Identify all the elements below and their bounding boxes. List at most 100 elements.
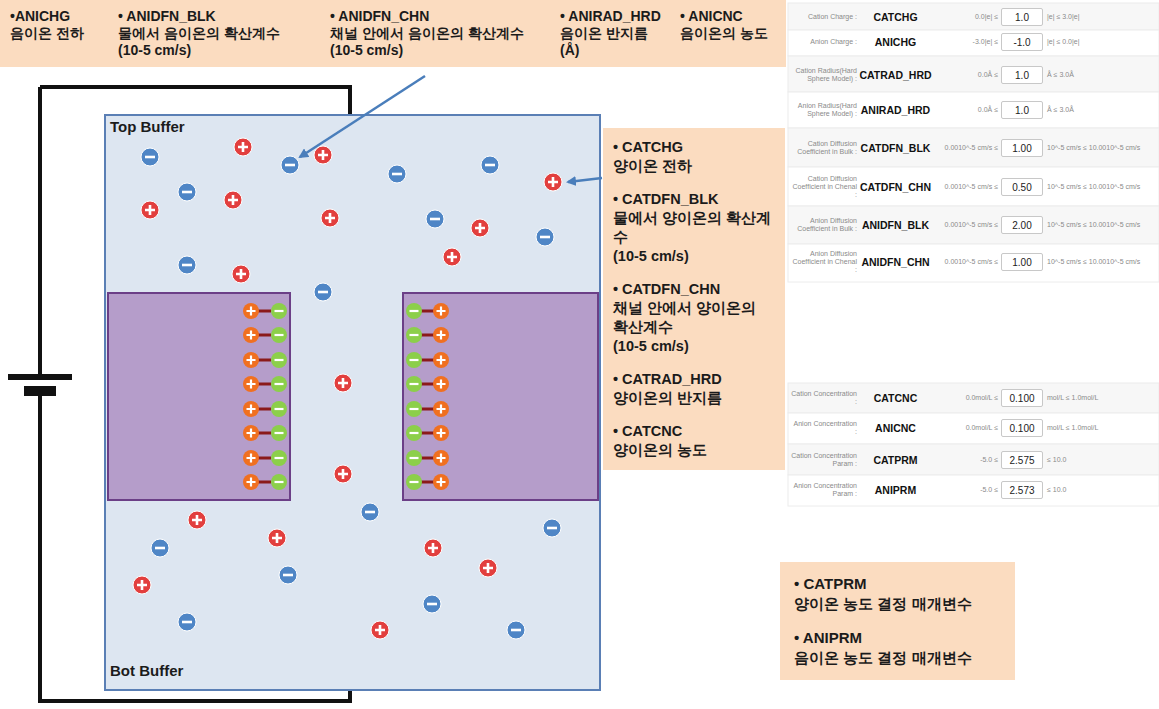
range-max: Å ≤ 3.0Å — [1047, 71, 1156, 79]
annotation-text: 물에서 양이온의 확산계수 — [613, 209, 775, 247]
text-group: • ANIDFN_CHN채널 안에서 음이온의 확산계수(10-5 cm/s) — [330, 8, 524, 59]
anion — [178, 613, 196, 631]
surface-charge-pair — [406, 450, 449, 466]
field-label: Anion Radius(Hard Sphere Model) : — [790, 102, 857, 118]
form-row — [788, 444, 1159, 475]
input-value: 1.00 — [1012, 257, 1031, 268]
text-group: 2.573 — [1009, 485, 1034, 496]
text-group: • CATCNC양이온의 농도 — [613, 422, 775, 460]
annotation-text: 음이온 전하 — [10, 25, 84, 42]
input-value: 1.0 — [1015, 105, 1029, 116]
field-label: Anion Diffusion Coefficient in Chenal : — [790, 250, 857, 274]
range-min: -5.0 ≤ — [932, 456, 998, 464]
field-label: Anion Concentration Param : — [790, 482, 857, 498]
annotation-text: 양이온 전하 — [613, 157, 775, 176]
form-row — [788, 167, 1159, 206]
field-label: Anion Concentration : — [790, 420, 857, 436]
parameter-code: CATCNC — [859, 392, 932, 404]
anion — [536, 228, 554, 246]
text-group: • CATCHG양이온 전하 — [613, 138, 775, 176]
input-field: 1.0 — [1001, 66, 1043, 84]
text-group: 2.00 — [1012, 220, 1031, 231]
annotation-text: 양이온 농도 결정 매개변수 — [794, 594, 1001, 614]
battery-plate — [24, 386, 56, 396]
input-field: 1.0 — [1001, 8, 1043, 26]
text-group: 1.0 — [1015, 12, 1029, 23]
anion — [388, 165, 406, 183]
buffer-chamber: Top BufferBot Buffer — [105, 115, 600, 690]
range-max: 10^-5 cm/s ≤ 10.0010^-5 cm/s — [1047, 144, 1156, 152]
membrane-block — [403, 293, 598, 500]
input-field: 0.100 — [1001, 419, 1043, 437]
leader-arrow — [300, 76, 425, 157]
anion — [178, 256, 196, 274]
range-max: 10^-5 cm/s ≤ 10.0010^-5 cm/s — [1047, 221, 1156, 229]
input-field: 2.573 — [1001, 481, 1043, 499]
anion — [281, 156, 299, 174]
form-row — [788, 3, 1159, 30]
surface-charge-pair — [406, 401, 449, 417]
input-field: 0.100 — [1001, 389, 1043, 407]
text-group: Bot Buffer — [110, 662, 183, 680]
surface-charge-pair — [243, 474, 287, 490]
text-group: • ANIPRM음이온 농도 결정 매개변수 — [794, 628, 1001, 668]
anion — [314, 283, 332, 301]
surface-charge-pair — [243, 327, 287, 343]
cation — [224, 191, 242, 209]
text-group: • CATRAD_HRD양이온의 반지름 — [613, 370, 775, 408]
range-max: mol/L ≤ 1.0mol/L — [1047, 394, 1156, 402]
annotation-text: • CATPRM — [794, 574, 1001, 594]
form-row — [788, 475, 1159, 506]
cation — [334, 465, 352, 483]
form-row — [788, 244, 1159, 282]
text-group: • ANICNC음이온의 농도 — [680, 8, 768, 42]
cation — [334, 374, 352, 392]
cation — [141, 201, 159, 219]
anion — [481, 156, 499, 174]
surface-charge-pair — [406, 376, 449, 392]
input-field: 2.00 — [1001, 216, 1043, 234]
parameter-code: CATDFN_CHN — [859, 181, 932, 193]
input-field: 1.00 — [1001, 253, 1043, 271]
leader-arrow — [568, 178, 602, 182]
range-min: 0.0Å ≤ — [932, 71, 998, 79]
text-group: • CATDFN_CHN채널 안에서 양이온의 확산계수(10-5 cm/s) — [613, 280, 775, 356]
surface-charge-pair — [406, 474, 449, 490]
input-value: 0.100 — [1009, 393, 1034, 404]
parameter-code: ANIPRM — [859, 484, 932, 496]
input-field: 1.0 — [1001, 101, 1043, 119]
input-value: -1.0 — [1013, 37, 1030, 48]
form-row — [788, 413, 1159, 444]
annotation-text: (Å) — [560, 42, 661, 59]
anion — [426, 210, 444, 228]
input-value: 0.50 — [1012, 182, 1031, 193]
surface-charge-pair — [243, 425, 287, 441]
form-row — [788, 383, 1159, 413]
input-field: -1.0 — [1001, 33, 1043, 51]
range-min: 0.0010^-5 cm/s ≤ — [932, 221, 998, 229]
range-min: 0.0010^-5 cm/s ≤ — [932, 258, 998, 266]
anion — [279, 566, 297, 584]
cation — [314, 146, 332, 164]
annotation-text: 음이온 반지름 — [560, 25, 661, 42]
text-group: -1.0 — [1013, 37, 1030, 48]
input-field: 1.00 — [1001, 139, 1043, 157]
cation — [544, 173, 562, 191]
text-group: Top Buffer — [110, 118, 185, 136]
range-max: mol/L ≤ 1.0mol/L — [1047, 424, 1156, 432]
range-min: 0.0010^-5 cm/s ≤ — [932, 183, 998, 191]
anion — [151, 539, 169, 557]
range-max: 10^-5 cm/s ≤ 10.0010^-5 cm/s — [1047, 258, 1156, 266]
text-group: • CATDFN_BLK물에서 양이온의 확산계수(10-5 cm/s) — [613, 190, 775, 266]
field-label: Cation Radius(Hard Sphere Model) : — [790, 67, 857, 83]
range-min: 0.0Å ≤ — [932, 106, 998, 114]
parameter-code: CATCHG — [859, 11, 932, 23]
field-label: Cation Charge : — [790, 13, 857, 21]
input-value: 2.573 — [1009, 485, 1034, 496]
input-field: 2.575 — [1001, 451, 1043, 469]
text-group: 0.100 — [1009, 393, 1034, 404]
input-value: 2.575 — [1009, 455, 1034, 466]
field-label: Cation Diffusion Coefficient in Chenal : — [790, 175, 857, 199]
range-max: |e| ≤ 0.0|e| — [1047, 38, 1156, 46]
